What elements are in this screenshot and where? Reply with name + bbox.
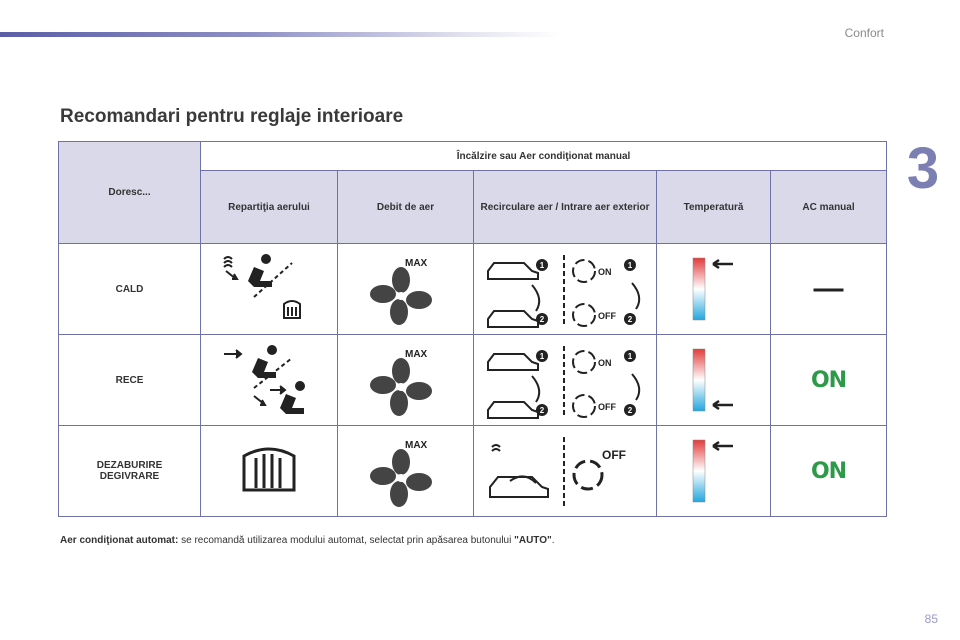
page-title: Recomandari pentru reglaje interioare: [60, 106, 404, 127]
temperature-cell: [656, 425, 771, 517]
footnote: Aer condiţionat automat: se recomandă ut…: [60, 535, 555, 546]
recirculation-cell: OFF: [473, 425, 657, 517]
settings-table: Doresc... Încălzire sau Aer condiţionat …: [58, 141, 888, 517]
face-feet-icon: [224, 345, 305, 414]
header-bar: [0, 32, 560, 37]
ac-on-label: ON: [810, 367, 847, 393]
off-label: OFF: [602, 448, 626, 462]
table-row: RECE MAX: [58, 334, 888, 426]
step-2-label: 2: [540, 315, 545, 324]
footnote-end: .: [551, 535, 555, 546]
ac-on-label: ON: [810, 458, 847, 484]
section-name: Confort: [844, 26, 884, 40]
step-2-label: 2: [540, 406, 545, 415]
recirculation-off-icon: OFF: [489, 437, 626, 509]
temperature-hot-icon: [692, 439, 733, 503]
off-label: OFF: [598, 402, 616, 412]
air-distribution-cell: [200, 243, 338, 335]
on-label: ON: [598, 358, 612, 368]
max-label: MAX: [405, 349, 428, 360]
off-label: OFF: [598, 311, 616, 321]
recirculation-cell: 1 2 1 2 ON OFF: [473, 243, 657, 335]
column-header: AC manual: [769, 170, 888, 244]
windscreen-defrost-icon: [242, 447, 296, 492]
on-label: ON: [598, 267, 612, 277]
ac-manual-cell: —: [769, 243, 888, 335]
recirculation-icon: 1 2 1 2 ON OFF: [487, 346, 641, 419]
column-header: Recirculare aer / Intrare aer exterior: [473, 170, 657, 244]
step-2-label: 2: [628, 406, 633, 415]
step-1-label: 1: [628, 261, 633, 270]
corner-cell: Doresc...: [58, 141, 201, 244]
air-distribution-cell: [200, 334, 338, 426]
max-label: MAX: [405, 440, 428, 451]
step-1-label: 1: [540, 261, 545, 270]
air-flow-cell: MAX: [337, 243, 474, 335]
group-header: Încălzire sau Aer condiţionat manual: [199, 141, 888, 171]
air-flow-cell: MAX: [337, 425, 474, 517]
table-row: CALD MAX: [58, 243, 888, 335]
temperature-cold-icon: [692, 348, 733, 412]
air-flow-cell: MAX: [337, 334, 474, 426]
step-1-label: 1: [628, 352, 633, 361]
row-label: CALD: [58, 243, 201, 335]
step-2-label: 2: [628, 315, 633, 324]
footnote-lead: Aer condiţionat automat:: [60, 535, 179, 546]
column-header: Repartiţia aerului: [200, 170, 338, 244]
temperature-hot-icon: [692, 257, 733, 321]
chapter-number: 3: [906, 136, 940, 201]
ac-manual-cell: ON: [769, 425, 888, 517]
recirculation-icon: 1 2 1 2 ON OFF: [487, 255, 641, 328]
footnote-text: se recomandă utilizarea modului automat,…: [178, 535, 515, 546]
fan-max-icon: MAX: [369, 258, 432, 325]
fan-max-icon: MAX: [369, 349, 432, 416]
page-number: 85: [924, 612, 938, 626]
feet-windscreen-icon: [223, 254, 301, 319]
temperature-cell: [656, 243, 771, 335]
step-1-label: 1: [540, 352, 545, 361]
row-label: RECE: [58, 334, 201, 426]
temperature-cell: [656, 334, 771, 426]
fan-max-icon: MAX: [369, 440, 432, 507]
recirculation-cell: 1 2 1 2 ON OFF: [473, 334, 657, 426]
column-header: Temperatură: [656, 170, 771, 244]
ac-off-dash: —: [813, 272, 844, 305]
column-header: Debit de aer: [337, 170, 474, 244]
auto-button-ref: "AUTO": [514, 535, 552, 546]
ac-manual-cell: ON: [769, 334, 888, 426]
air-distribution-cell: [200, 425, 338, 517]
max-label: MAX: [405, 258, 428, 269]
